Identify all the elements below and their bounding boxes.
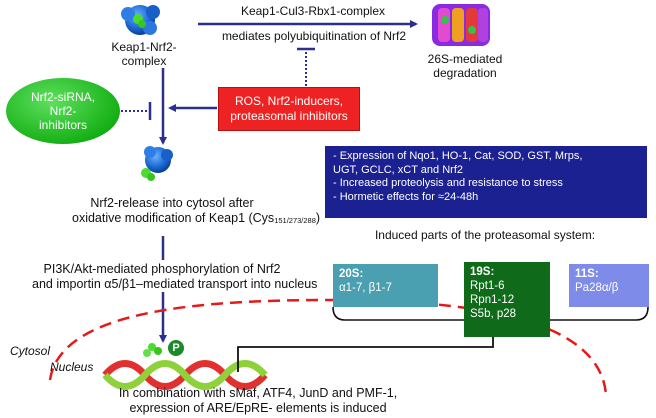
release-line2-sub: 151/273/288 [274, 216, 316, 225]
box-19s-line1: Rpt1-6 [470, 280, 505, 292]
bottom-label: In combination with sMaf, ATF4, JunD and… [108, 386, 408, 416]
effect-item: - Hormetic effects for ≈24-48h [333, 190, 479, 203]
release-line2-end: ) [315, 211, 321, 225]
effect-item: - Expression of Nqo1, HO-1, Cat, SOD, GS… [333, 150, 583, 162]
arrow-label-line2: mediates polyubiquitination of Nrf2 [221, 29, 407, 43]
keap1-nrf2-protein-icon [121, 5, 160, 35]
box-19s-line3: S5b, p28 [470, 308, 517, 320]
transport-line2: and importin α5/β1–mediated transport in… [32, 277, 318, 291]
box-19s-line2: Rpn1-12 [470, 294, 515, 306]
phospho-label: P [172, 342, 180, 354]
effect-item: UGT, GCLC, xCT and Nrf2 [333, 163, 463, 176]
degradation-line2: degradation [433, 66, 497, 80]
complex-label-line2: complex [121, 54, 167, 68]
inhibitors-line3: inhibitors [38, 118, 87, 132]
arrow-label-line1: Keap1-Cul3-Rbx1-complex [240, 4, 386, 18]
release-label: Nrf2-release into cytosol after oxidativ… [72, 196, 320, 228]
box-20s-subunits: α1-7, β1-7 [339, 282, 392, 294]
release-line2: oxidative modification of Keap1 (Cys151/… [72, 211, 320, 228]
inducers-line2: proteasomal inhibitors [230, 109, 348, 123]
box-11s-subunits: Pa28α/β [575, 282, 619, 294]
box-20s-title: 20S: [339, 268, 364, 280]
complex-label: Keap1-Nrf2- complex [104, 40, 184, 68]
release-line2-main: oxidative modification of Keap1 (Cys [72, 211, 275, 225]
phospho-nrf2-icon [143, 340, 184, 357]
bottom-line2: expression of ARE/EpRE- elements is indu… [129, 401, 387, 415]
degradation-line1: 26S-mediated [427, 52, 503, 66]
sirna-inhibitors-node: Nrf2-siRNA, Nrf2- inhibitors [6, 78, 120, 144]
nuclear-envelope [48, 298, 608, 396]
nucleus-label: Nucleus [50, 360, 94, 374]
arrow-label-bottom: mediates polyubiquitination of Nrf2 [204, 29, 424, 43]
proteasome-26s-icon [432, 4, 490, 46]
dna-helix-icon [102, 360, 268, 390]
inhibitors-line1: Nrf2-siRNA, [30, 90, 95, 104]
cytosol-label: Cytosol [10, 344, 51, 358]
transport-line1: PI3K/Akt-mediated phosphorylation of Nrf… [43, 262, 281, 276]
induction-arrow [237, 324, 497, 372]
released-nrf2-protein-icon [141, 146, 173, 181]
proteasome-20s-box: 20S: α1-7, β1-7 [333, 264, 438, 307]
inhibitors-line2: Nrf2- [49, 104, 77, 118]
box-19s-title: 19S: [470, 266, 495, 278]
proteasome-title: Induced parts of the proteasomal system: [374, 228, 596, 242]
bottom-line1: In combination with sMaf, ATF4, JunD and… [118, 386, 398, 400]
inducers-line1: ROS, Nrf2-inducers, [234, 94, 344, 108]
effect-item: - Increased proteolysis and resistance t… [333, 177, 563, 190]
box-11s-title: 11S: [575, 268, 599, 280]
proteasome-11s-box: 11S: Pa28α/β [569, 264, 649, 307]
release-line1: Nrf2-release into cytosol after [90, 196, 254, 210]
arrow-label-top: Keap1-Cul3-Rbx1-complex [218, 4, 408, 18]
transport-label: PI3K/Akt-mediated phosphorylation of Nrf… [32, 262, 318, 292]
degradation-label: 26S-mediated degradation [420, 52, 510, 80]
proteasome-19s-box: 19S: Rpt1-6 Rpn1-12 S5b, p28 [464, 262, 550, 337]
complex-label-line1: Keap1-Nrf2- [111, 40, 177, 54]
inducers-node: ROS, Nrf2-inducers, proteasomal inhibito… [218, 87, 360, 131]
effects-box: - Expression of Nqo1, HO-1, Cat, SOD, GS… [325, 146, 647, 218]
